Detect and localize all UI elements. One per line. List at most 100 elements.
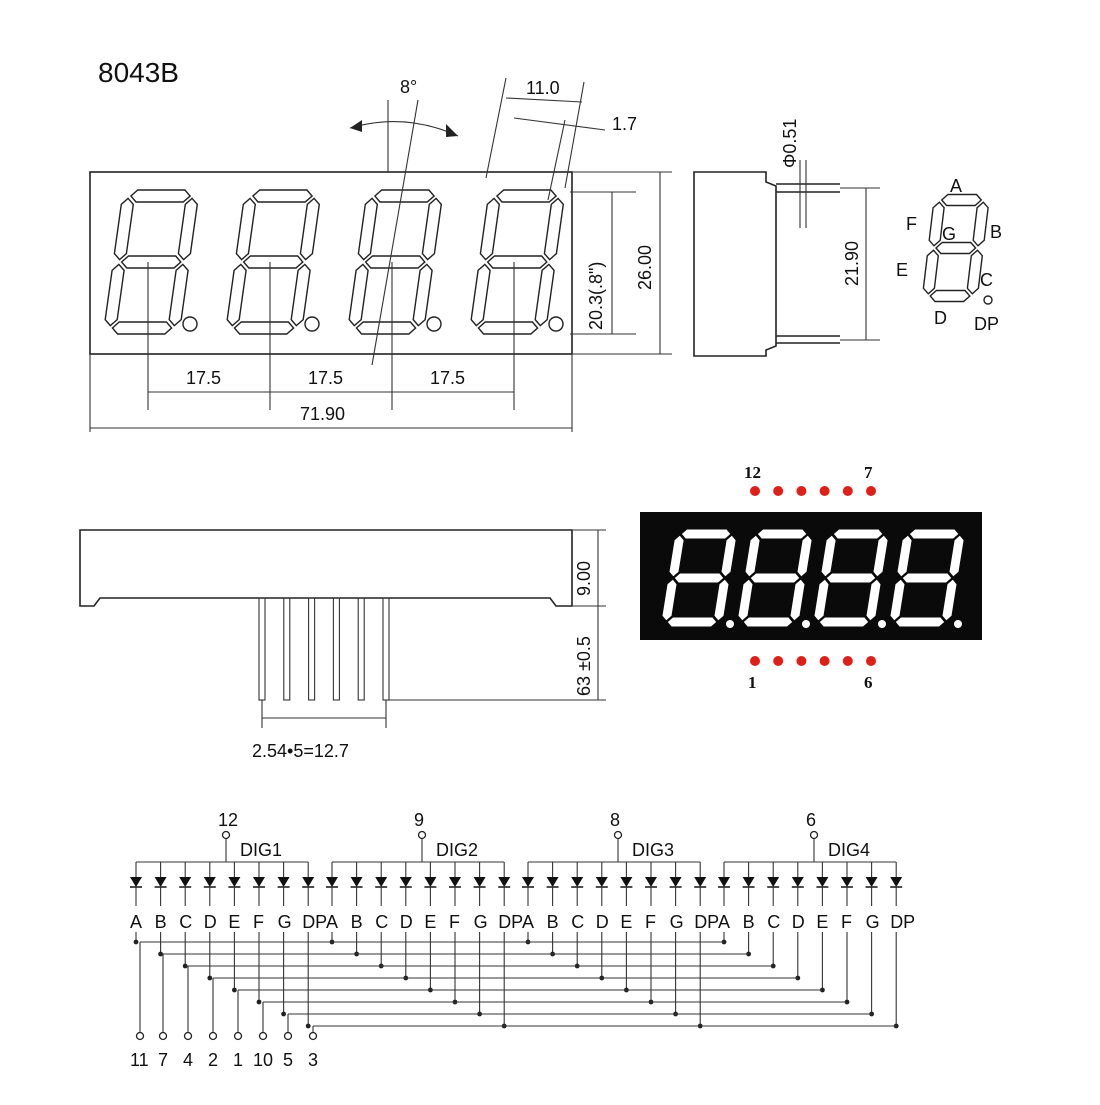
digit-1-bus-node-7 <box>305 1023 311 1029</box>
segment-map-label-g: G <box>942 224 956 244</box>
front-digit-1-segment-b <box>177 197 199 261</box>
bottom-left-pin-number: 1 <box>748 673 757 692</box>
top-left-pin-number: 12 <box>744 463 761 482</box>
digit-1-bus-node-2 <box>182 963 188 969</box>
front-digit-1-decimal-point <box>182 316 198 332</box>
display-digit-3-segment-d <box>819 617 869 627</box>
display-digit-4-segment-b <box>949 535 964 577</box>
bottom-pin-dot-4 <box>819 656 830 666</box>
digit-4-diode-3 <box>791 877 804 887</box>
digit-3-diode-7 <box>694 877 707 887</box>
display-digit-4-segment-e <box>890 579 905 621</box>
display-digit-2-segment-b <box>797 535 812 577</box>
digit-4-segment-label-3: D <box>792 912 805 932</box>
front-digit-4-segment-b <box>543 197 565 261</box>
digit-4-segment-label-4: E <box>816 912 828 932</box>
display-digit-1-segment-e <box>662 579 677 621</box>
segment-pin-terminal-6 <box>283 1031 293 1041</box>
display-digit-2-segment-e <box>738 579 753 621</box>
display-digit-4-segment-c <box>942 579 957 621</box>
digit-2-diode-6 <box>473 877 486 887</box>
digit-3-segment-label-1: B <box>547 912 559 932</box>
segment-map-segment-f <box>928 201 945 247</box>
top-pin-dot-4 <box>819 486 830 496</box>
segment-pin-terminal-4 <box>233 1031 243 1041</box>
display-digit-4-segment-a <box>909 529 959 539</box>
angle-arrow-left <box>350 120 362 132</box>
segment-width-ext-left <box>485 77 507 179</box>
digit-1-bus-node-6 <box>281 1011 286 1017</box>
display-photo: 12 7 1 6 <box>640 463 982 692</box>
digit-4-segment-label-5: F <box>841 912 852 932</box>
digit-2-segment-label-7: DP <box>498 912 523 932</box>
front-digit-1-segment-c <box>168 263 189 327</box>
segment-map-label-f: F <box>906 214 917 234</box>
display-digit-1-segment-b <box>721 535 736 577</box>
digit-3-segment-label-2: C <box>571 912 584 932</box>
display-digit-1-segment-d <box>667 617 717 627</box>
front-digit-3-segment-g <box>364 255 426 269</box>
digit-2-diode-1 <box>350 877 363 887</box>
segment-width-label: 11.0 <box>526 78 560 98</box>
display-digit-2-decimal-point <box>802 620 810 628</box>
display-digit-1-segment-f <box>669 535 684 577</box>
overall-width-label: 71.90 <box>300 404 345 424</box>
bottom-pin-dot-6 <box>866 656 876 666</box>
digit-1-segment-label-4: E <box>228 912 240 932</box>
digit-4-segment-label-6: G <box>866 912 880 932</box>
digit-4-diode-6 <box>865 877 878 887</box>
front-digit-2-segment-d <box>233 321 295 335</box>
front-digits <box>104 189 565 335</box>
digit-1-segment-label-3: D <box>204 912 217 932</box>
digit-2-pin-number: 9 <box>414 810 424 830</box>
digit-4-diode-0 <box>718 877 730 887</box>
digit-4-segment-label-0: A <box>718 912 730 932</box>
digit-1-bus-node-3 <box>207 975 213 981</box>
digit-3-diode-3 <box>595 877 608 887</box>
display-digit-3-segment-b <box>873 535 888 577</box>
front-digit-1-segment-a <box>129 189 192 203</box>
front-digit-4-segment-g <box>486 255 548 269</box>
digit-3-segment-label-6: G <box>670 912 684 932</box>
pitch-label-2: 17.5 <box>308 368 343 388</box>
digit-2-segment-label-3: D <box>400 912 413 932</box>
segment-map-label-dp: DP <box>974 314 999 334</box>
digit-1-segment-label-5: F <box>253 912 264 932</box>
overall-height-label: 26.00 <box>635 245 655 290</box>
bottom-right-pin-number: 6 <box>864 673 873 692</box>
front-digit-3-segment-e <box>348 263 369 327</box>
digit-1-segment-label-6: G <box>278 912 292 932</box>
digit-2-name: DIG2 <box>436 840 478 860</box>
top-right-pin-number: 7 <box>864 463 873 482</box>
digit-1-segment-label-2: C <box>179 912 192 932</box>
digit-3-diode-6 <box>669 877 682 887</box>
display-digit-1-segment-c <box>714 579 729 621</box>
front-digit-3-segment-a <box>373 189 436 203</box>
slant-reference-line <box>371 99 419 366</box>
front-digit-2-segment-e <box>226 263 247 327</box>
segment-pin-number-7: 3 <box>308 1050 318 1070</box>
model-title: 8043B <box>98 57 179 88</box>
segment-map-segment-e <box>922 249 940 295</box>
digit-1-diode-6 <box>277 877 290 887</box>
digit-3-segment-label-3: D <box>596 912 609 932</box>
digit-3-diode-1 <box>546 877 559 887</box>
digit-4-segment-label-2: C <box>767 912 780 932</box>
display-digit-3-segment-f <box>821 535 836 577</box>
display-digit-2-segment-a <box>757 529 807 539</box>
digit-3-name: DIG3 <box>632 840 674 860</box>
bottom-pin-3 <box>308 597 316 701</box>
segment-pin-terminal-1 <box>158 1031 168 1041</box>
digit-4-common-terminal <box>809 830 819 840</box>
display-digit-1-segment-g <box>674 573 724 583</box>
display-digit-2-segment-f <box>745 535 760 577</box>
digit-2-diode-3 <box>399 877 412 887</box>
top-pin-dot-6 <box>866 486 876 496</box>
front-digit-2-decimal-point <box>304 316 320 332</box>
segment-gap-label: 1.7 <box>612 114 637 134</box>
digit-3-segment-label-4: E <box>620 912 632 932</box>
digit-1-segment-label-1: B <box>155 912 167 932</box>
segment-map-label-a: A <box>950 176 962 196</box>
digit-1-segment-label-7: DP <box>302 912 327 932</box>
